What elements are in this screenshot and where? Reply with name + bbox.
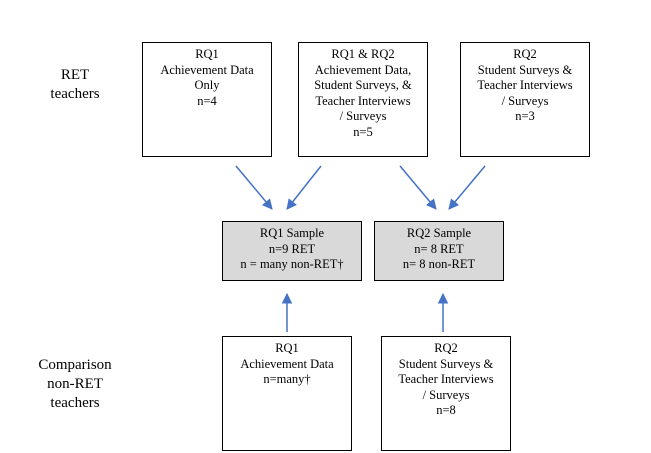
ret-label-line-2: teachers xyxy=(50,86,100,102)
rq1-rq2-combined-box: RQ1 & RQ2 Achievement Data, Student Surv… xyxy=(298,42,428,157)
box-line: / Surveys xyxy=(339,109,387,123)
rq1-comparison-box: RQ1 Achievement Data n=many† xyxy=(222,336,352,451)
box-line: n=9 RET xyxy=(268,241,316,256)
comparison-label-line-3: teachers xyxy=(50,395,100,411)
box-line: Student Surveys & xyxy=(477,62,573,77)
comparison-label-line-1: Comparison xyxy=(38,357,112,373)
ret-label-line-1: RET xyxy=(60,67,90,83)
comparison-teachers-label: Comparison non-RET teachers xyxy=(20,356,130,413)
rq2-surveys-box: RQ2 Student Surveys & Teacher Interviews… xyxy=(460,42,590,157)
box-line: n= 8 non-RET xyxy=(402,257,476,271)
rq1-sample-box: RQ1 Sample n=9 RET n = many non-RET† xyxy=(222,221,362,281)
box-line: Achievement Data xyxy=(240,356,334,371)
comparison-label-line-2: non-RET xyxy=(47,376,103,392)
arrow-top-right-to-rq2 xyxy=(448,165,486,210)
arrow-top-left-to-rq1 xyxy=(235,165,273,210)
box-line: n=4 xyxy=(197,93,217,108)
box-line: n= 8 RET xyxy=(414,241,464,256)
box-line: n=many† xyxy=(263,372,311,386)
box-line: Teacher Interviews xyxy=(315,93,411,108)
rq2-comparison-box: RQ2 Student Surveys & Teacher Interviews… xyxy=(381,336,511,451)
arrow-top-middle-to-rq2 xyxy=(399,165,437,210)
box-line: RQ1 xyxy=(195,47,219,61)
box-line: Teacher Interviews xyxy=(477,78,573,92)
box-line: Student Surveys & xyxy=(398,356,494,371)
rq1-achievement-only-box: RQ1 Achievement Data Only n=4 xyxy=(142,42,272,157)
box-line: Achievement Data xyxy=(160,62,254,77)
box-line: Teacher Interviews xyxy=(398,372,494,386)
box-line: n=3 xyxy=(515,109,535,123)
box-line: Only xyxy=(194,78,220,92)
arrow-top-middle-to-rq1 xyxy=(286,165,322,210)
box-line: RQ1 & RQ2 xyxy=(331,47,395,61)
box-line: n=8 xyxy=(436,403,456,417)
box-line: Achievement Data, xyxy=(314,62,412,77)
box-line: RQ2 Sample xyxy=(406,226,472,240)
box-line: RQ1 xyxy=(275,341,299,355)
box-line: / Surveys xyxy=(422,387,470,402)
box-line: n=5 xyxy=(353,124,373,139)
box-line: n = many non-RET† xyxy=(240,257,344,271)
box-line: Student Surveys, & xyxy=(314,78,412,92)
ret-teachers-label: RET teachers xyxy=(40,66,110,104)
box-line: RQ1 Sample xyxy=(259,226,325,240)
box-line: RQ2 xyxy=(434,341,458,355)
rq2-sample-box: RQ2 Sample n= 8 RET n= 8 non-RET xyxy=(374,221,504,281)
box-line: RQ2 xyxy=(513,47,537,61)
box-line: / Surveys xyxy=(501,93,549,108)
